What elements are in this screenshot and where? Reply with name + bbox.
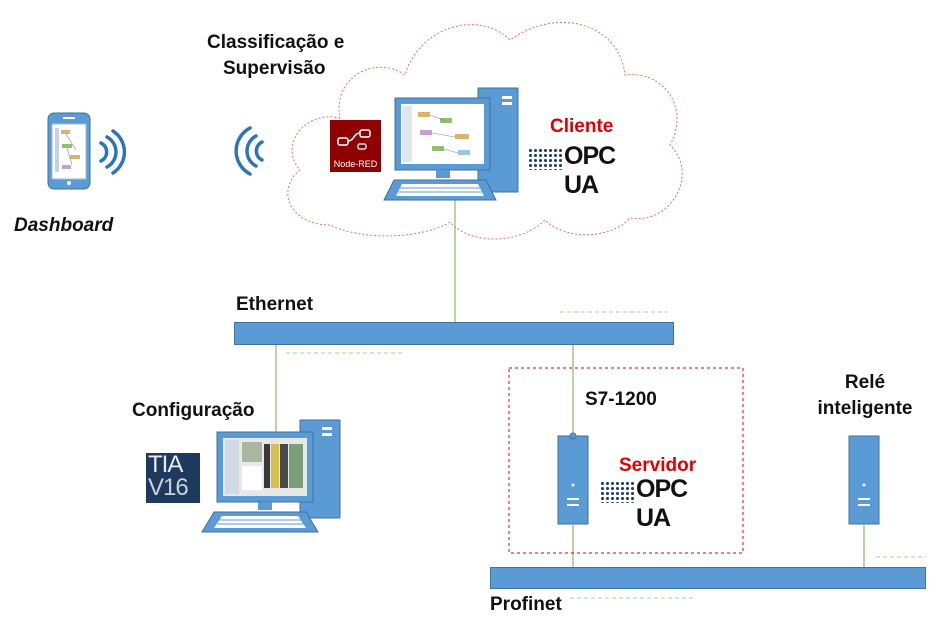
- tia-portal-logo: TIA V16: [146, 453, 200, 503]
- s7-1200-plc-icon: [557, 432, 589, 525]
- profinet-bus: [490, 567, 926, 589]
- ethernet-bus: [234, 322, 674, 345]
- cloud-title-line2: Supervisão: [223, 58, 326, 79]
- opc-ua-logo-server: OPC UA: [600, 475, 720, 532]
- rele-label-line1: Relé: [844, 372, 886, 393]
- ethernet-label: Ethernet: [236, 294, 314, 315]
- s7-1200-label: S7-1200: [585, 389, 657, 410]
- configuration-pc-icon: [201, 419, 341, 533]
- wireless-signal-icon: [234, 126, 264, 176]
- cloud-title-line1: Classificação e: [207, 32, 345, 53]
- profinet-label: Profinet: [490, 594, 562, 615]
- configuracao-label: Configuração: [132, 400, 255, 421]
- opc-server-box: [508, 367, 744, 554]
- rele-label-line2: inteligente: [817, 398, 913, 419]
- smartphone-icon: [47, 112, 91, 190]
- opc-ua-logo-text: OPC UA: [636, 475, 688, 532]
- opc-ua-logo-text: OPC UA: [564, 142, 616, 199]
- cliente-label: Cliente: [550, 116, 614, 137]
- node-red-logo: Node-RED: [330, 120, 381, 172]
- servidor-label: Servidor: [619, 455, 697, 476]
- rele-label: Relé inteligente: [810, 370, 920, 422]
- tia-logo-line2: V16: [148, 474, 189, 501]
- smart-relay-icon: [848, 435, 880, 525]
- supervision-pc-icon: [383, 87, 519, 201]
- cloud-title: Classificação e Supervisão: [207, 30, 344, 82]
- node-red-flow-icon: [337, 129, 371, 150]
- wireless-signal-icon: [99, 129, 127, 175]
- dashboard-label: Dashboard: [14, 215, 114, 236]
- opc-ua-dots-icon: [528, 148, 564, 170]
- tia-logo-line1: TIA: [148, 453, 183, 478]
- opc-ua-dots-icon: [600, 481, 636, 503]
- node-red-logo-text: Node-RED: [333, 159, 378, 169]
- opc-ua-logo-client: OPC UA: [528, 142, 648, 199]
